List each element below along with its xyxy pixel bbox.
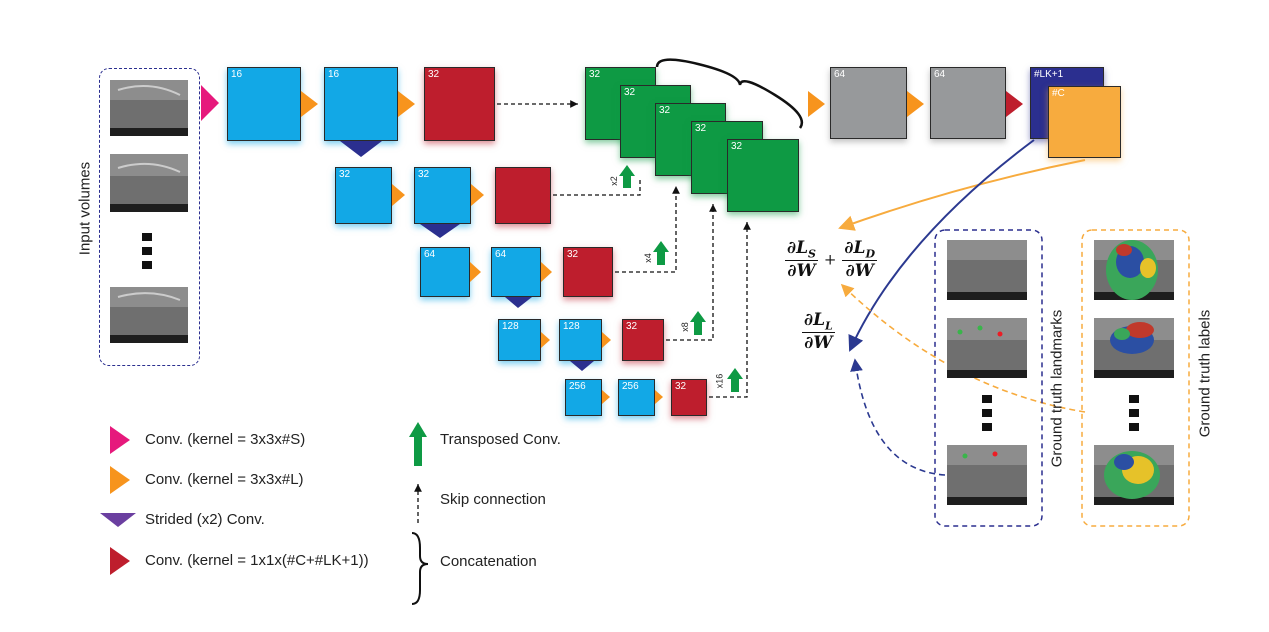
conv-l-triangle xyxy=(541,262,552,282)
gt-landmark-volume-1 xyxy=(947,240,1027,300)
input-volumes-panel xyxy=(99,68,200,366)
transposed-conv-arrow xyxy=(727,368,743,392)
conv-l-triangle xyxy=(471,184,484,206)
transposed-conv-arrow xyxy=(690,311,706,335)
legend-concat-label: Concatenation xyxy=(440,553,537,570)
gt-labels-label: Ground truth labels xyxy=(1196,309,1214,438)
gt-label-volume-3 xyxy=(1094,445,1174,505)
skip-connection xyxy=(666,204,717,341)
landmark-loss-gradient: ∂LL∂W xyxy=(802,310,835,354)
final-conv-triangle xyxy=(1006,91,1023,117)
conv-block-r1-1: 32 xyxy=(335,167,392,224)
legend-strided-label: Strided (x2) Conv. xyxy=(145,511,265,528)
conv-block-r4-1: 256 xyxy=(565,379,602,416)
conv-l-triangle xyxy=(301,91,318,117)
conv-s-triangle xyxy=(201,85,219,121)
conv-l-triangle xyxy=(602,332,611,348)
legend-skip-label: Skip connection xyxy=(440,491,546,508)
legend-conv-s-icon xyxy=(110,426,130,454)
conv-l-triangle xyxy=(907,91,924,117)
conv-l-triangle xyxy=(398,91,415,117)
final-conv-block-r0: 32 xyxy=(424,67,495,141)
strided-conv-triangle xyxy=(505,297,532,308)
strided-conv-triangle xyxy=(420,224,460,238)
ellipsis-dots xyxy=(982,395,992,431)
landmark-loss-arrow xyxy=(848,139,1035,352)
input-volume-3 xyxy=(110,287,188,343)
legend-transposed-label: Transposed Conv. xyxy=(440,431,561,448)
conv-block-r0-2: 16 xyxy=(324,67,398,141)
conv-l-triangle xyxy=(392,184,405,206)
conv-l-triangle xyxy=(808,91,825,117)
legend-conv-l-icon xyxy=(110,466,130,494)
upsample-factor-label: x2 xyxy=(608,176,619,186)
upsample-factor-label: x8 xyxy=(679,322,690,332)
ellipsis-dots xyxy=(1129,395,1139,431)
conv-block-gray-1: 64 xyxy=(830,67,907,139)
final-conv-block-r2: 32 xyxy=(563,247,613,297)
conv-block-r2-1: 64 xyxy=(420,247,470,297)
final-conv-block-r4: 32 xyxy=(671,379,707,416)
gt-landmarks-loss-arrow xyxy=(850,358,946,476)
conv-l-triangle xyxy=(470,262,481,282)
gt-landmarks-panel xyxy=(934,229,1043,527)
legend-final-conv-icon xyxy=(110,547,130,575)
gt-landmarks-label: Ground truth landmarks xyxy=(1048,309,1066,468)
strided-conv-triangle xyxy=(340,141,382,157)
input-volume-2 xyxy=(110,154,188,212)
concatenation-brace xyxy=(655,58,804,129)
gt-landmark-volume-2 xyxy=(947,318,1027,378)
label-output-block: #C xyxy=(1048,86,1121,158)
conv-l-triangle xyxy=(602,390,610,404)
transposed-conv-arrow xyxy=(619,165,635,188)
skip-connection xyxy=(553,178,641,196)
label-loss-arrow xyxy=(838,159,1086,231)
conv-block-r3-2: 128 xyxy=(559,319,602,361)
transposed-conv-arrow xyxy=(653,241,669,265)
legend-conv-s-label: Conv. (kernel = 3x3x#S) xyxy=(145,431,306,448)
gt-labels-panel xyxy=(1081,229,1190,527)
final-conv-block-r3: 32 xyxy=(622,319,664,361)
conv-block-r2-2: 64 xyxy=(491,247,541,297)
segmentation-loss-gradients: ∂LS∂W + ∂LD∂W xyxy=(785,238,878,282)
legend-conv-l-label: Conv. (kernel = 3x3x#L) xyxy=(145,471,304,488)
conv-block-gray-2: 64 xyxy=(930,67,1006,139)
legend-transposed-arrow xyxy=(409,422,427,466)
skip-connection xyxy=(709,222,751,398)
gt-landmark-volume-3 xyxy=(947,445,1027,505)
legend-strided-icon xyxy=(100,513,136,527)
legend-brace xyxy=(411,532,429,605)
ellipsis-dots xyxy=(142,233,152,269)
upsample-factor-label: x16 xyxy=(714,373,725,389)
conv-block-r4-2: 256 xyxy=(618,379,655,416)
conv-block-r0-1: 16 xyxy=(227,67,301,141)
conv-l-triangle xyxy=(655,390,663,404)
conv-l-triangle xyxy=(541,332,550,348)
conv-block-r3-1: 128 xyxy=(498,319,541,361)
conv-block-r1-2: 32 xyxy=(414,167,471,224)
gt-label-volume-1 xyxy=(1094,240,1174,300)
gt-label-volume-2 xyxy=(1094,318,1174,378)
strided-conv-triangle xyxy=(570,361,594,371)
upsampled-block-5: 32 xyxy=(727,139,799,212)
input-volume-1 xyxy=(110,80,188,136)
legend-final-conv-label: Conv. (kernel = 1x1x(#C+#LK+1)) xyxy=(145,552,369,569)
upsample-factor-label: x4 xyxy=(642,253,653,263)
final-conv-block-r1 xyxy=(495,167,551,224)
